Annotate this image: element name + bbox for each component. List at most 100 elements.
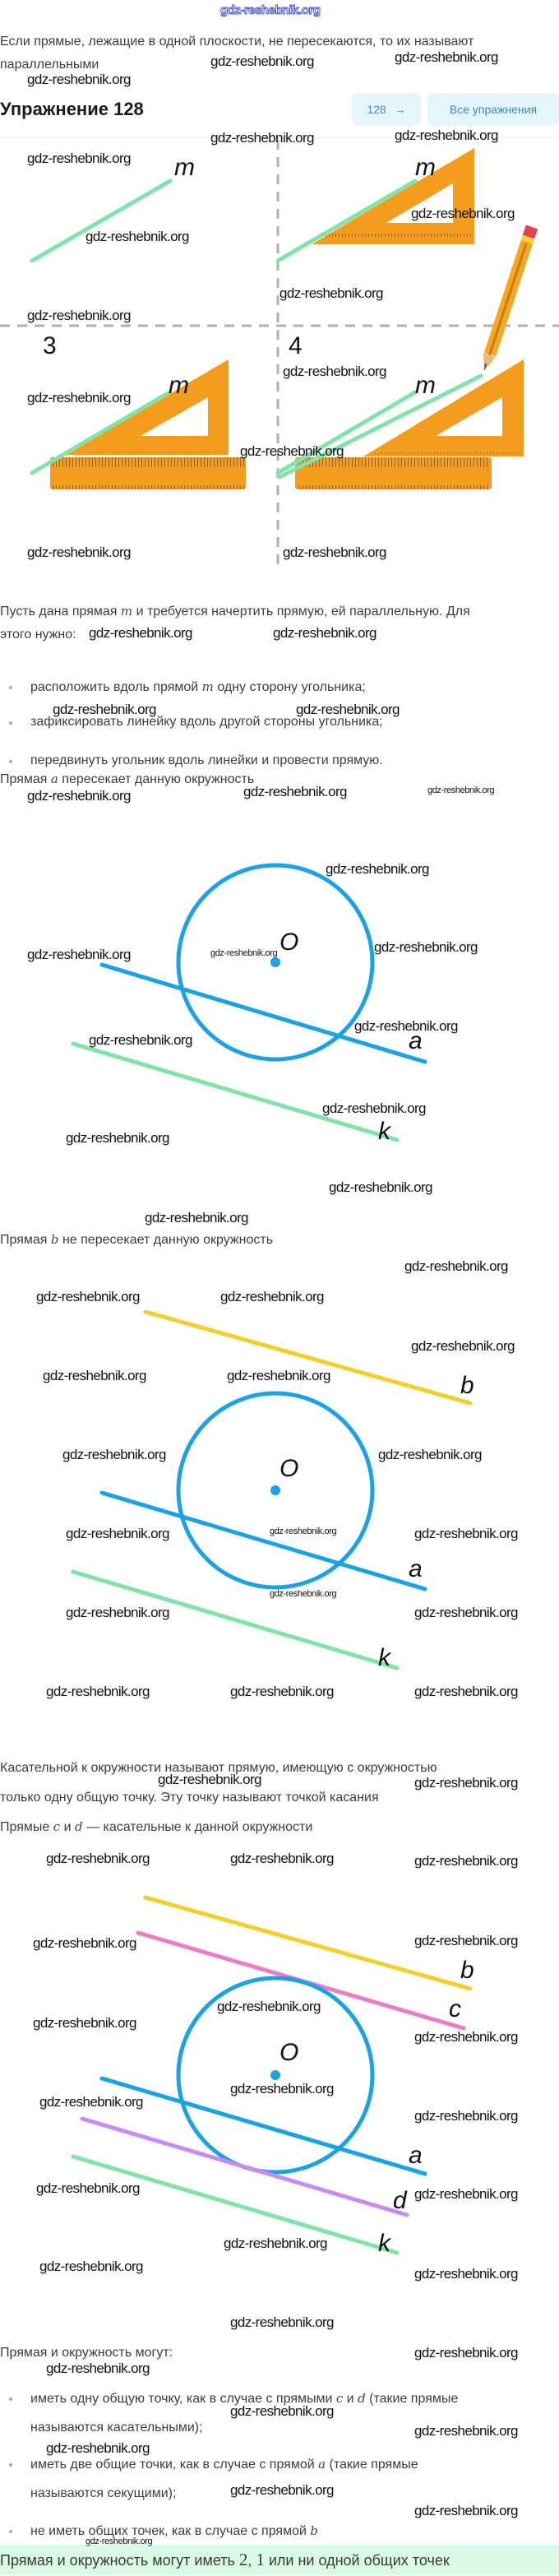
cases-intro: Прямая и окружность могут: — [0, 2346, 173, 2360]
watermark: gdz-reshebnik.org — [411, 206, 515, 221]
watermark: gdz-reshebnik.org — [243, 784, 347, 799]
center-label: O — [280, 2039, 298, 2066]
line-label-a: a — [409, 2142, 423, 2169]
site-watermark-logo: gdz-reshebnik.org — [220, 3, 321, 18]
text: или ни одной общих точек — [264, 2552, 450, 2569]
list-item: иметь две общие точки, как в случае с пр… — [30, 2456, 418, 2473]
watermark: gdz-reshebnik.org — [378, 1447, 482, 1462]
watermark: gdz-reshebnik.org — [210, 948, 278, 958]
center-point — [270, 957, 280, 967]
watermark: gdz-reshebnik.org — [53, 702, 156, 717]
line-m — [275, 178, 418, 263]
text: Прямая и окружность могут иметь — [0, 2552, 239, 2569]
watermark: gdz-reshebnik.org — [158, 1772, 261, 1787]
construction-text-line2: этого нужно: — [0, 628, 76, 642]
list-item-continuation: называются касательными); — [30, 2421, 203, 2435]
circle — [176, 1391, 375, 1590]
watermark: gdz-reshebnik.org — [66, 1605, 169, 1620]
watermark: gdz-reshebnik.org — [89, 625, 192, 641]
watermark: gdz-reshebnik.org — [230, 2081, 334, 2096]
watermark: gdz-reshebnik.org — [62, 1447, 166, 1462]
watermark: gdz-reshebnik.org — [411, 1338, 515, 1354]
list-item-continuation: называются секущими); — [30, 2486, 177, 2500]
math-var: m — [201, 679, 214, 694]
center-label: O — [280, 929, 298, 956]
watermark: gdz-reshebnik.org — [145, 1210, 248, 1225]
watermark: gdz-reshebnik.org — [33, 2015, 136, 2031]
text: (такие прямые — [365, 2392, 459, 2406]
watermark: gdz-reshebnik.org — [270, 1527, 337, 1536]
math-var: c — [335, 2391, 344, 2406]
next-exercise-button[interactable]: 128 → — [352, 93, 421, 126]
math-var: m — [120, 604, 133, 619]
line-k — [71, 2154, 400, 2255]
line-label-k: k — [378, 1118, 392, 1145]
text: иметь одну общую точку, как в случае с п… — [30, 2392, 336, 2406]
set-square — [363, 359, 524, 456]
watermark: gdz-reshebnik.org — [230, 1684, 334, 1699]
line-label-k: k — [378, 1644, 392, 1671]
watermark: gdz-reshebnik.org — [46, 2361, 150, 2376]
math-var: a — [50, 771, 58, 786]
circle — [176, 1976, 375, 2175]
text: , — [247, 2552, 256, 2569]
watermark: gdz-reshebnik.org — [27, 72, 131, 87]
list-item: не иметь общих точек, как в случае с пря… — [30, 2523, 318, 2540]
line-label-b: b — [460, 1372, 474, 1399]
watermark: gdz-reshebnik.org — [273, 625, 377, 641]
line-label-k: k — [378, 2230, 392, 2257]
watermark: gdz-reshebnik.org — [27, 788, 131, 804]
watermark: gdz-reshebnik.org — [85, 2537, 153, 2546]
watermark: gdz-reshebnik.org — [27, 151, 131, 166]
line-m — [30, 390, 172, 475]
watermark: gdz-reshebnik.org — [296, 702, 400, 717]
watermark: gdz-reshebnik.org — [414, 1775, 518, 1791]
watermark: gdz-reshebnik.org — [414, 1933, 518, 1948]
line-label-b: b — [460, 1957, 474, 1984]
line-k — [71, 1569, 400, 1670]
math-var: a — [318, 2457, 326, 2472]
list-item: расположить вдоль прямой m одну сторону … — [30, 679, 366, 696]
summary-callout: Прямая и окружность могут иметь 2, 1 или… — [0, 2545, 559, 2575]
list-item: иметь одну общую точку, как в случае с п… — [30, 2390, 458, 2407]
watermark: gdz-reshebnik.org — [230, 1851, 334, 1866]
tangent-definition-line2: только одну общую точку. Эту точку назыв… — [0, 1791, 379, 1805]
watermark: gdz-reshebnik.org — [27, 947, 131, 962]
bullet-icon — [9, 2398, 12, 2401]
watermark: gdz-reshebnik.org — [224, 2235, 327, 2251]
step-number-3: 3 — [43, 332, 57, 359]
secant-caption: Прямая a пересекает данную окружность — [0, 771, 254, 788]
text: одну сторону угольника; — [213, 680, 366, 694]
watermark: gdz-reshebnik.org — [404, 1258, 508, 1274]
tangent-definition-line1: Касательной к окружности называют прямую… — [0, 1761, 437, 1775]
watermark: gdz-reshebnik.org — [210, 130, 314, 146]
page-title: Упражнение 128 — [0, 99, 144, 119]
math-var: b — [310, 2523, 318, 2538]
watermark: gdz-reshebnik.org — [414, 1853, 518, 1869]
text: пересекает данную окружность — [58, 772, 255, 786]
header-divider — [0, 137, 559, 138]
watermark: gdz-reshebnik.org — [283, 544, 386, 560]
watermark: gdz-reshebnik.org — [46, 1851, 150, 1866]
text: (такие прямые — [326, 2458, 418, 2472]
watermark: gdz-reshebnik.org — [414, 1526, 518, 1541]
watermark: gdz-reshebnik.org — [240, 443, 344, 459]
watermark: gdz-reshebnik.org — [85, 229, 189, 244]
watermark: gdz-reshebnik.org — [220, 1289, 324, 1304]
center-point — [270, 2070, 280, 2080]
non-intersect-figure: b O a k — [71, 1309, 474, 1671]
next-exercise-label: 128 — [367, 103, 386, 116]
text: и — [343, 2392, 358, 2406]
tangent-caption: Прямые c и d — касательные к данной окру… — [0, 1818, 312, 1836]
line-label-a: a — [409, 1555, 423, 1582]
watermark: gdz-reshebnik.org — [46, 2440, 150, 2456]
circle — [176, 863, 375, 1062]
line-a — [99, 2076, 427, 2176]
all-exercises-button[interactable]: Все упражнения — [427, 93, 559, 126]
watermark: gdz-reshebnik.org — [227, 1368, 330, 1383]
watermark: gdz-reshebnik.org — [414, 2423, 518, 2439]
text: Пусть дана прямая — [0, 605, 121, 619]
watermark: gdz-reshebnik.org — [414, 1605, 518, 1620]
line-label-m: m — [174, 154, 195, 181]
